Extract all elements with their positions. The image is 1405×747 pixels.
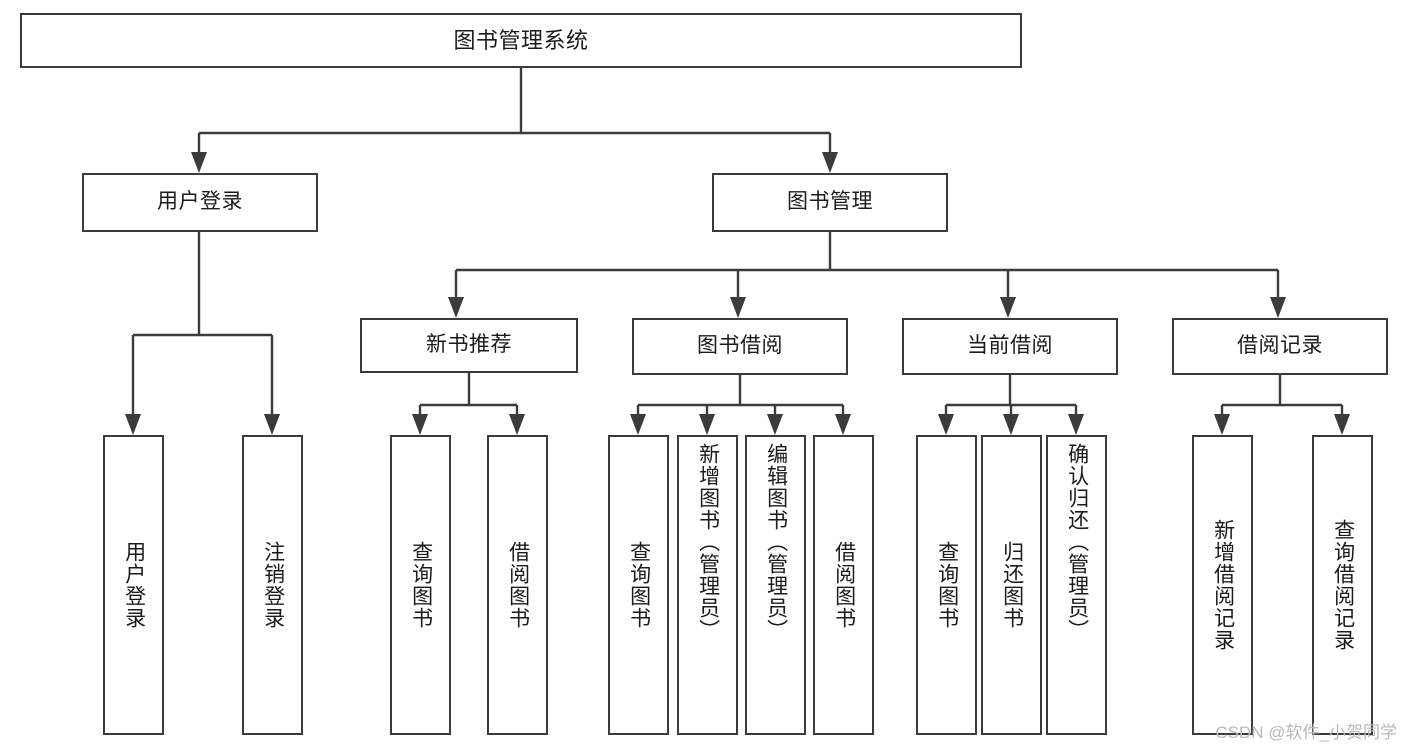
node-label: 归还图书 bbox=[1000, 541, 1024, 629]
arrowhead-leaf-borrow-book-2 bbox=[835, 414, 851, 435]
node-label: 查询借阅记录 bbox=[1331, 519, 1355, 651]
arrowhead-leaf-edit-book bbox=[767, 414, 783, 435]
node-label: 借阅图书 bbox=[506, 541, 530, 629]
node-label: 新增图书（管理员） bbox=[696, 443, 720, 641]
arrowhead-current-borrow bbox=[1000, 297, 1016, 318]
node-label: 用户登录 bbox=[157, 190, 243, 214]
node-label: 确认归还（管理员） bbox=[1065, 443, 1089, 641]
node-label: 当前借阅 bbox=[967, 334, 1053, 358]
leaf-logout[interactable]: 注销登录 bbox=[242, 435, 303, 735]
leaf-add-borrow-record[interactable]: 新增借阅记录 bbox=[1192, 435, 1253, 735]
node-label: 借阅图书 bbox=[832, 541, 856, 629]
node-label: 图书管理 bbox=[787, 190, 873, 214]
node-label: 图书管理系统 bbox=[453, 27, 589, 53]
arrowhead-leaf-query-book-2 bbox=[630, 414, 646, 435]
node-book-manage[interactable]: 图书管理 bbox=[712, 173, 948, 232]
arrowhead-leaf-add-record bbox=[1214, 414, 1230, 435]
arrowhead-user-login bbox=[191, 152, 207, 173]
leaf-edit-book[interactable]: 编辑图书（管理员） bbox=[745, 435, 806, 735]
arrowhead-leaf-query-record bbox=[1334, 414, 1350, 435]
node-borrow-record[interactable]: 借阅记录 bbox=[1172, 318, 1388, 375]
arrowhead-leaf-return-book bbox=[1003, 414, 1019, 435]
arrowhead-leaf-confirm-return bbox=[1068, 414, 1084, 435]
arrowhead-new-book-recommend bbox=[448, 297, 464, 318]
arrowhead-book-manage bbox=[822, 152, 838, 173]
node-label: 用户登录 bbox=[122, 541, 146, 629]
arrowhead-leaf-add-book bbox=[699, 414, 715, 435]
leaf-borrow-book[interactable]: 借阅图书 bbox=[813, 435, 874, 735]
arrowhead-leaf-logout bbox=[264, 414, 280, 435]
node-label: 查询图书 bbox=[627, 541, 651, 629]
node-label: 新增借阅记录 bbox=[1211, 519, 1235, 651]
leaf-query-book-current[interactable]: 查询图书 bbox=[916, 435, 977, 735]
leaf-borrow-book-recommend[interactable]: 借阅图书 bbox=[487, 435, 548, 735]
arrowhead-leaf-query-book-3 bbox=[938, 414, 954, 435]
leaf-user-login[interactable]: 用户登录 bbox=[103, 435, 164, 735]
watermark: CSDN @软件_小贺同学 bbox=[1215, 723, 1397, 742]
arrowhead-leaf-borrow-book-1 bbox=[509, 414, 525, 435]
leaf-add-book[interactable]: 新增图书（管理员） bbox=[677, 435, 738, 735]
node-label: 新书推荐 bbox=[426, 333, 512, 357]
arrowhead-leaf-query-book-1 bbox=[412, 414, 428, 435]
node-user-login[interactable]: 用户登录 bbox=[82, 173, 318, 232]
leaf-query-book-borrow[interactable]: 查询图书 bbox=[608, 435, 669, 735]
node-root-system[interactable]: 图书管理系统 bbox=[20, 13, 1022, 68]
node-new-book-recommend[interactable]: 新书推荐 bbox=[360, 318, 578, 373]
arrowhead-borrow-record bbox=[1270, 297, 1286, 318]
node-book-borrow[interactable]: 图书借阅 bbox=[632, 318, 848, 375]
leaf-query-borrow-record[interactable]: 查询借阅记录 bbox=[1312, 435, 1373, 735]
node-label: 查询图书 bbox=[409, 541, 433, 629]
arrowhead-leaf-user-login bbox=[125, 414, 141, 435]
node-current-borrow[interactable]: 当前借阅 bbox=[902, 318, 1118, 375]
arrowhead-book-borrow bbox=[730, 297, 746, 318]
node-label: 注销登录 bbox=[261, 541, 285, 629]
node-label: 图书借阅 bbox=[697, 334, 783, 358]
leaf-confirm-return[interactable]: 确认归还（管理员） bbox=[1046, 435, 1107, 735]
node-label: 编辑图书（管理员） bbox=[764, 443, 788, 641]
node-label: 查询图书 bbox=[935, 541, 959, 629]
leaf-query-book-recommend[interactable]: 查询图书 bbox=[390, 435, 451, 735]
node-label: 借阅记录 bbox=[1237, 334, 1323, 358]
leaf-return-book[interactable]: 归还图书 bbox=[981, 435, 1042, 735]
